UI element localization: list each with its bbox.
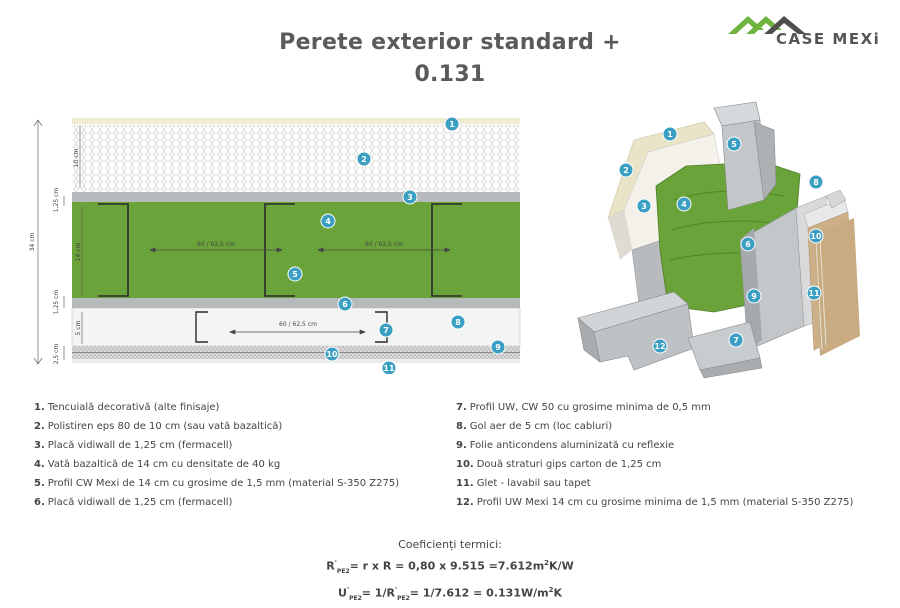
- section-markers: 1 2 3 4 5 6 7 8 9 10 11: [287, 116, 506, 374]
- layer-board-bottom: [72, 298, 520, 308]
- svg-text:3: 3: [641, 202, 647, 211]
- logo-roof-green: [728, 16, 764, 34]
- dim-board-top: 1,25 cm: [53, 188, 60, 213]
- section-marker-8: 8: [450, 314, 466, 330]
- svg-text:4: 4: [681, 200, 687, 209]
- svg-text:4: 4: [325, 217, 331, 226]
- legend-item: 5.Profil CW Mexi de 14 cm cu grosime de …: [34, 478, 400, 489]
- svg-text:6: 6: [745, 240, 751, 249]
- cutaway-finish: [814, 218, 860, 356]
- section-marker-6: 6: [337, 296, 353, 312]
- spacing-arrows: [149, 247, 451, 335]
- legend-item: 1.Tencuială decorativă (alte finisaje): [34, 402, 220, 413]
- dim-spacing-1: 60 / 62,5 cm: [197, 241, 235, 248]
- dim-gypsum: 2,5 cm: [53, 344, 60, 365]
- layer-finish: [72, 359, 520, 363]
- coefficients-title: Coeficienți termici:: [398, 538, 502, 551]
- cutaway-marker-9: 9: [746, 288, 762, 304]
- svg-text:8: 8: [813, 178, 819, 187]
- cutaway-board-inner-edge: [740, 228, 762, 350]
- r-formula: R'PE2= r x R = 0,80 x 9.515 =7.612m2K/W: [326, 559, 574, 575]
- legend-item: 8.Gol aer de 5 cm (loc cabluri): [456, 421, 613, 432]
- section-marker-7: 7: [378, 322, 394, 338]
- section-marker-3: 3: [402, 189, 418, 205]
- dim-air-gap: 5 cm: [75, 320, 82, 335]
- section-marker-10: 10: [324, 346, 340, 362]
- cutaway-marker-3: 3: [636, 198, 652, 214]
- legend-item: 2.Polistiren eps 80 de 10 cm (sau vată b…: [34, 421, 283, 432]
- legend-item: 11.Glet - lavabil sau tapet: [456, 478, 591, 489]
- cutaway-marker-6: 6: [740, 236, 756, 252]
- layer-air-gap: [71, 307, 521, 347]
- cutaway-marker-12: 12: [652, 338, 668, 354]
- svg-text:12: 12: [654, 342, 665, 351]
- logo-roof-green-2: [746, 16, 782, 34]
- dim-spacing-2: 60 / 62,5 cm: [365, 241, 403, 248]
- section-marker-4: 4: [320, 213, 336, 229]
- legend-right: 7.Profil UW, CW 50 cu grosime minima de …: [456, 398, 853, 512]
- logo-roof-dark: [764, 16, 806, 34]
- svg-text:3: 3: [407, 193, 413, 202]
- svg-text:6: 6: [342, 300, 348, 309]
- cutaway-marker-4: 4: [676, 196, 692, 212]
- svg-text:2: 2: [361, 155, 367, 164]
- svg-text:5: 5: [731, 140, 737, 149]
- dim-insulation: 14 cm: [75, 243, 82, 262]
- cutaway-marker-5: 5: [726, 136, 742, 152]
- section-marker-9: 9: [490, 339, 506, 355]
- dim-board-bottom: 1,25 cm: [53, 290, 60, 315]
- cutaway-marker-7: 7: [728, 332, 744, 348]
- svg-text:8: 8: [455, 318, 461, 327]
- svg-text:7: 7: [383, 326, 389, 335]
- layer-eps: [72, 124, 520, 192]
- legend-item: 4.Vată bazaltică de 14 cm cu densitate d…: [34, 459, 281, 470]
- wall-cutaway-3d: 1 2 3 4 5 6 7 8 9 10 11 12: [577, 101, 860, 379]
- section-marker-5: 5: [287, 266, 303, 282]
- svg-text:10: 10: [810, 232, 822, 241]
- u-formula: U'PE2= 1/R'PE2= 1/7.612 = 0.131W/m2K: [338, 585, 562, 602]
- page-title: Perete exterior standard +: [279, 30, 621, 55]
- section-marker-2: 2: [356, 151, 372, 167]
- legend-item: 6.Placă vidiwall de 1,25 cm (fermacell): [34, 497, 233, 508]
- legend-item: 9.Folie anticondens aluminizată cu refle…: [456, 440, 675, 451]
- svg-text:2: 2: [623, 166, 629, 175]
- layer-gypsum-2: [72, 353, 520, 359]
- legend-item: 3.Placă vidiwall de 1,25 cm (fermacell): [34, 440, 233, 451]
- layer-plaster: [72, 118, 520, 124]
- svg-text:7: 7: [733, 336, 739, 345]
- dim-spacing-3: 60 / 62,5 cm: [279, 321, 317, 328]
- layer-gypsum-1: [72, 346, 520, 352]
- company-logo: [728, 16, 806, 34]
- layer-wool: [72, 202, 520, 298]
- cutaway-marker-1: 1: [662, 126, 678, 142]
- thermal-coefficients: Coeficienți termici: R'PE2= r x R = 0,80…: [250, 538, 650, 608]
- section-marker-1: 1: [444, 116, 460, 132]
- svg-text:9: 9: [495, 343, 501, 352]
- legend-item: 12.Profil UW Mexi 14 cm cu grosime minim…: [456, 497, 854, 508]
- cutaway-marker-8: 8: [808, 174, 824, 190]
- section-marker-11: 11: [381, 360, 397, 374]
- logo-text: CASE MEXi: [776, 30, 881, 48]
- svg-text:11: 11: [383, 364, 395, 373]
- svg-text:1: 1: [449, 120, 455, 129]
- legend-left: 1.Tencuială decorativă (alte finisaje) 2…: [34, 398, 399, 512]
- wall-section-diagram: 60 / 62,5 cm 60 / 62,5 cm 60 / 62,5 cm 3…: [29, 116, 521, 374]
- page-subtitle: 0.131: [414, 62, 486, 87]
- cutaway-markers: 1 2 3 4 5 6 7 8 9 10 11 12: [618, 126, 824, 354]
- cutaway-eps-side: [608, 210, 632, 260]
- svg-text:1: 1: [667, 130, 673, 139]
- layer-board-top: [72, 192, 520, 202]
- svg-text:10: 10: [326, 350, 338, 359]
- legend-item: 7.Profil UW, CW 50 cu grosime minima de …: [456, 402, 711, 413]
- svg-text:11: 11: [808, 289, 820, 298]
- cutaway-marker-10: 10: [808, 228, 824, 244]
- dimension-lines: [33, 119, 83, 365]
- cutaway-marker-11: 11: [806, 285, 822, 301]
- dim-total: 34 cm: [29, 233, 36, 252]
- svg-text:5: 5: [292, 270, 298, 279]
- cutaway-marker-2: 2: [618, 162, 634, 178]
- svg-text:9: 9: [751, 292, 757, 301]
- dim-eps: 10 cm: [73, 149, 80, 168]
- legend-item: 10.Două straturi gips carton de 1,25 cm: [456, 459, 662, 470]
